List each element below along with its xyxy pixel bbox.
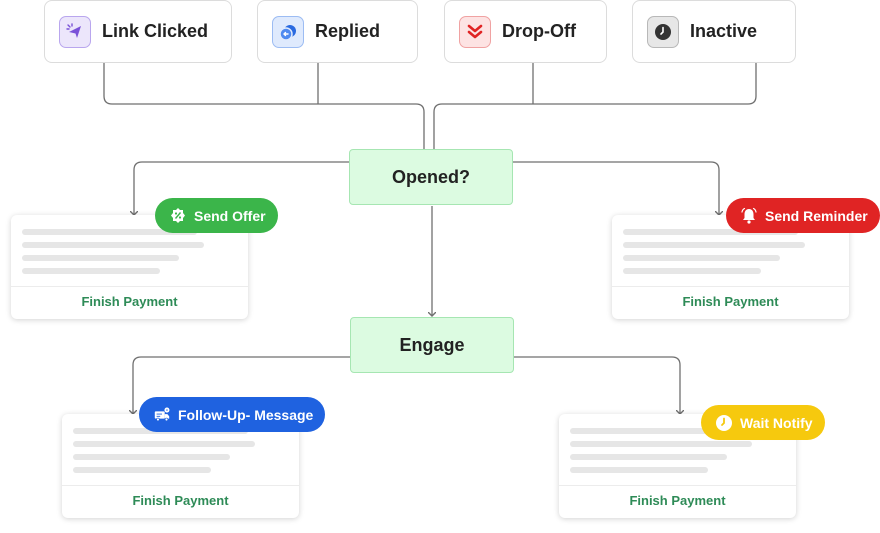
trigger-label: Link Clicked [102,21,209,41]
placeholder-line [73,467,211,473]
decision-opened[interactable]: Opened? [349,149,513,205]
action-wait-notify[interactable]: Wait Notify [701,405,825,440]
card-footer: Finish Payment [132,493,229,508]
chat-reply-icon [272,15,304,48]
trigger-link-clicked[interactable]: Link Clicked [44,0,232,63]
card-divider [11,286,248,287]
truck-message-icon [153,406,171,424]
connector-to-wait-notify [513,356,680,414]
connector-inactive [433,63,757,150]
clock-icon [647,15,679,48]
trigger-label: Replied [315,21,381,41]
action-label: Follow-Up- Message [178,406,314,423]
trigger-replied[interactable]: Replied [257,0,418,63]
placeholder-line [570,428,745,434]
connector-link-clicked [103,63,425,150]
action-send-reminder[interactable]: Send Reminder [726,198,880,233]
trigger-label: Inactive [690,21,758,41]
placeholder-line [623,255,780,261]
action-send-offer[interactable]: Send Offer [155,198,278,233]
card-divider [612,286,849,287]
card-footer: Finish Payment [629,493,726,508]
clock-icon [715,414,733,432]
connector-to-send-reminder [512,161,719,215]
placeholder-line [22,229,197,235]
double-chevron-down-icon [459,15,491,48]
placeholder-line [22,242,204,248]
card-footer: Finish Payment [81,294,178,309]
placeholder-line [22,268,160,274]
discount-badge-icon [169,207,187,225]
action-label: Send Reminder [765,207,868,224]
card-divider [62,485,299,486]
trigger-drop-off[interactable]: Drop-Off [444,0,607,63]
placeholder-line [73,441,255,447]
placeholder-line [570,454,727,460]
trigger-label: Drop-Off [502,21,576,41]
bell-icon [740,207,758,225]
action-label: Send Offer [194,207,266,224]
trigger-inactive[interactable]: Inactive [632,0,796,63]
card-divider [559,485,796,486]
placeholder-line [570,441,752,447]
placeholder-line [623,268,761,274]
decision-engage[interactable]: Engage [350,317,514,373]
action-follow-up-message[interactable]: Follow-Up- Message [139,397,326,432]
connector-to-follow-up [133,356,350,414]
placeholder-line [623,242,805,248]
placeholder-line [73,454,230,460]
placeholder-line [570,467,708,473]
placeholder-line [22,255,179,261]
connector-to-send-offer [134,161,349,215]
action-label: Wait Notify [740,414,813,431]
card-footer: Finish Payment [682,294,779,309]
placeholder-line [623,229,798,235]
cursor-click-icon [59,15,91,48]
